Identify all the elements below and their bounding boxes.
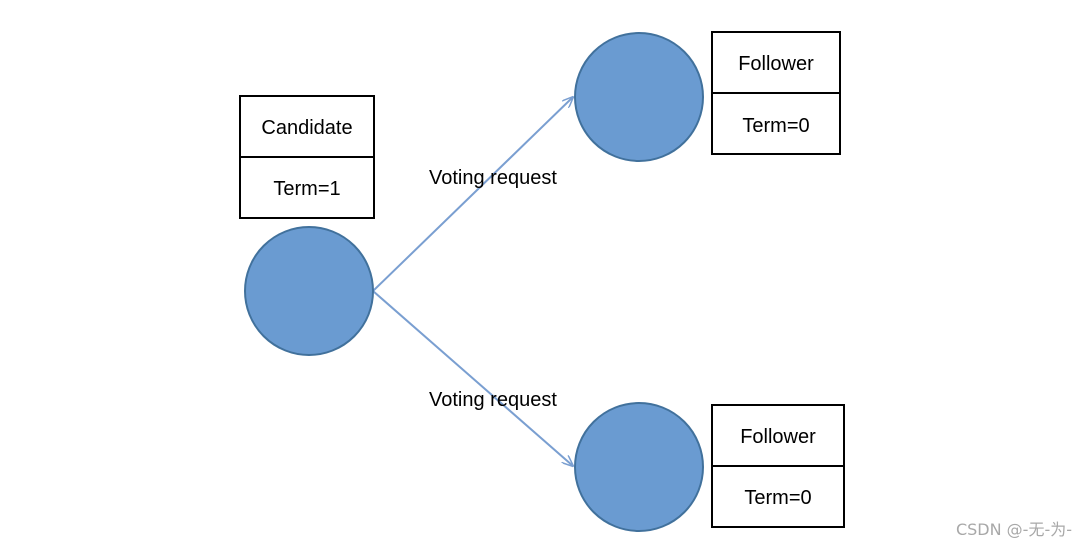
arrow-to-top-follower	[372, 97, 573, 292]
follower-bottom-role-label: Follower	[740, 426, 816, 448]
watermark: CSDN @-无-为-	[955, 520, 1072, 539]
follower-bottom-info-box: Follower Term=0	[711, 404, 845, 528]
voting-request-label-bottom: Voting request	[429, 389, 557, 411]
candidate-term-label: Term=1	[273, 178, 340, 200]
candidate-role-label: Candidate	[261, 117, 352, 139]
arrow-to-bottom-follower	[372, 290, 573, 466]
follower-top-term-label: Term=0	[742, 115, 809, 137]
voting-request-label-top: Voting request	[429, 167, 557, 189]
candidate-node	[244, 226, 374, 356]
follower-top-node	[574, 32, 704, 162]
candidate-info-box: Candidate Term=1	[239, 95, 375, 219]
follower-bottom-term-label: Term=0	[744, 487, 811, 509]
follower-top-info-box: Follower Term=0	[711, 31, 841, 155]
follower-bottom-node	[574, 402, 704, 532]
follower-top-role-label: Follower	[738, 53, 814, 75]
